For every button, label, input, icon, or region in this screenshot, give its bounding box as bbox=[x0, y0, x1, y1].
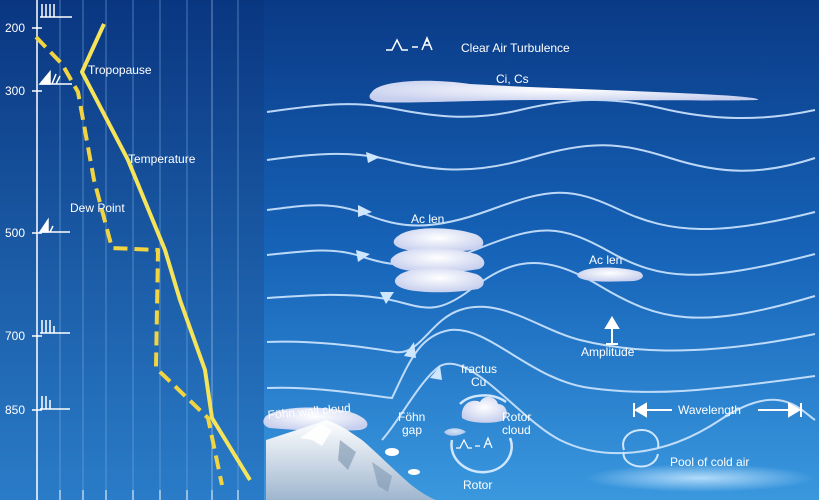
fohn-gap-label-line1: Föhn bbox=[398, 410, 425, 424]
snow-patch bbox=[385, 448, 399, 456]
fohn-gap-label-line2: gap bbox=[402, 423, 422, 437]
temperature-line bbox=[80, 23, 252, 482]
airflow-arrowheads bbox=[356, 152, 442, 380]
arrowhead-4 bbox=[380, 292, 394, 304]
pressure-label-850: 850 bbox=[5, 403, 25, 417]
pressure-label-500: 500 bbox=[5, 226, 25, 240]
ac-len-label-2: Ac len bbox=[589, 253, 622, 267]
turbulence-symbol bbox=[386, 36, 433, 51]
mountain bbox=[266, 420, 436, 500]
airflow-line-6 bbox=[266, 305, 816, 354]
wind-barb-850 bbox=[40, 396, 70, 410]
arrowhead-5 bbox=[404, 342, 416, 358]
rotor-turbulence-symbol bbox=[456, 436, 493, 449]
snow-patch bbox=[408, 469, 420, 475]
dew-point-line bbox=[34, 35, 224, 486]
wind-barb-700 bbox=[40, 320, 70, 334]
wind-barbs bbox=[38, 4, 72, 410]
fractus-label: fractus bbox=[461, 362, 497, 376]
rotor-cloud-label-line2: cloud bbox=[502, 423, 531, 437]
cu-label: Cu bbox=[471, 375, 486, 389]
rotor-label: Rotor bbox=[463, 478, 492, 492]
amplitude-label: Amplitude bbox=[581, 345, 635, 359]
pressure-label-200: 200 bbox=[5, 21, 25, 35]
wind-barb-500 bbox=[38, 217, 70, 233]
pool-of-cold-air-label: Pool of cold air bbox=[670, 455, 749, 469]
ac-len-small-cloud bbox=[577, 267, 643, 282]
pressure-ticks bbox=[32, 27, 42, 411]
airflow-line-8 bbox=[381, 362, 816, 455]
amplitude-marker bbox=[604, 316, 620, 345]
arrowhead-2 bbox=[358, 205, 372, 217]
bottom-ticks bbox=[36, 490, 239, 500]
fohn-wall-cloud bbox=[263, 407, 368, 431]
pressure-label-700: 700 bbox=[5, 329, 25, 343]
pressure-label-300: 300 bbox=[5, 84, 25, 98]
airflow-lines bbox=[266, 99, 816, 455]
wavelength-marker bbox=[633, 402, 802, 418]
ac-len-cloud-stack bbox=[390, 228, 485, 293]
cold-pool-circulation bbox=[622, 428, 660, 468]
rotor-cloud-label-line1: Rotor bbox=[502, 410, 531, 424]
rotor-circulation bbox=[450, 394, 513, 474]
arrowhead-6 bbox=[430, 366, 442, 380]
cold-air-pool bbox=[585, 464, 815, 492]
wavelength-label: Wavelength bbox=[678, 403, 741, 417]
arrowhead-3 bbox=[356, 250, 370, 262]
cirrus-cloud bbox=[369, 80, 759, 103]
ci-cs-label: Ci, Cs bbox=[496, 72, 529, 86]
rotor-cloud bbox=[444, 396, 507, 436]
airflow-line-4 bbox=[266, 229, 816, 276]
ac-len-label-1: Ac len bbox=[411, 212, 444, 226]
airflow-line-1 bbox=[266, 99, 816, 120]
tropopause-label: Tropopause bbox=[88, 63, 152, 77]
wind-barb-200 bbox=[40, 4, 72, 18]
airflow-line-7 bbox=[266, 328, 816, 400]
airflow-line-3 bbox=[266, 191, 816, 231]
airflow-line-5 bbox=[266, 261, 816, 319]
temperature-label: Temperature bbox=[128, 152, 196, 166]
arrowhead-1 bbox=[366, 152, 380, 163]
airflow-line-2 bbox=[266, 144, 816, 172]
dew-point-label: Dew Point bbox=[70, 201, 125, 215]
wind-barb-300 bbox=[38, 69, 72, 85]
clear-air-turbulence-label: Clear Air Turbulence bbox=[461, 41, 570, 55]
